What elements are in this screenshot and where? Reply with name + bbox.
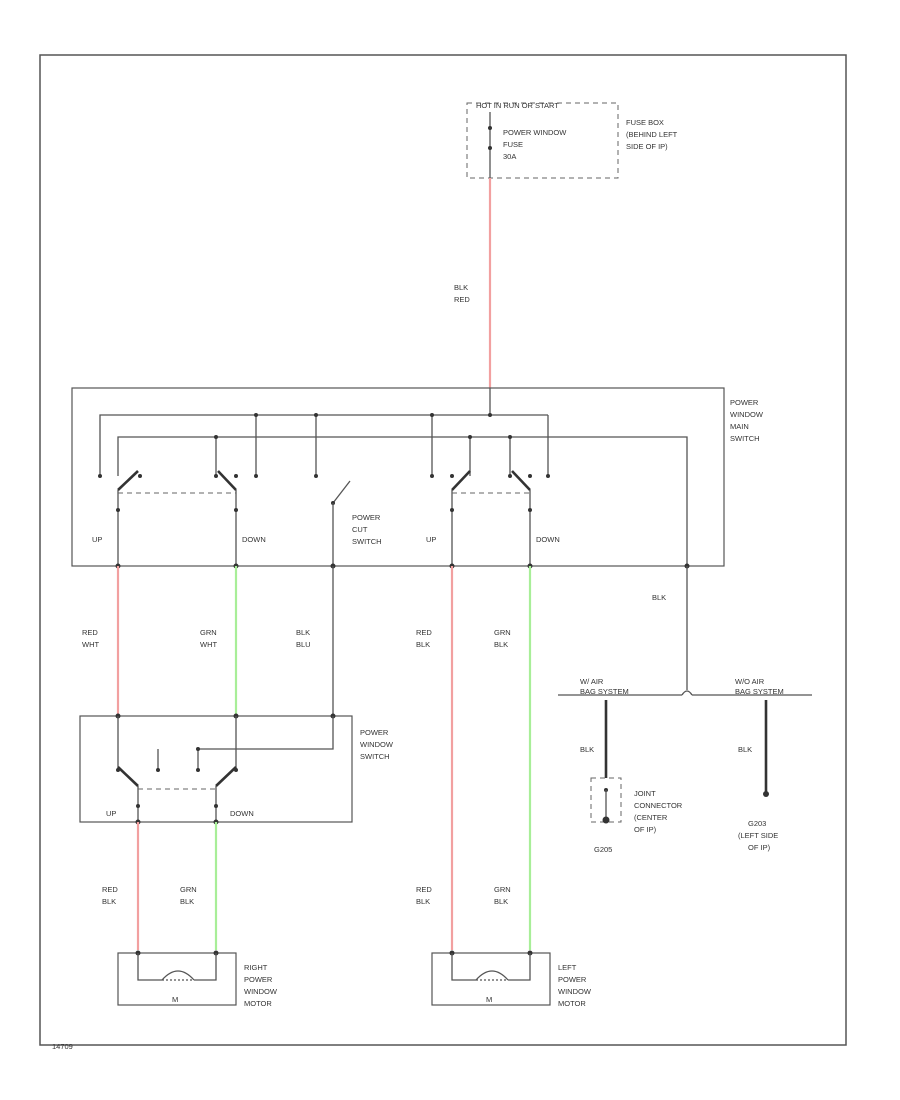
wire-i-label-2: BLK: [494, 897, 508, 906]
fuse-location-3: SIDE OF IP): [626, 142, 668, 151]
gnd-right-label: BLK: [738, 745, 752, 754]
fuse-location-1: FUSE BOX: [626, 118, 664, 127]
right-motor-outline: [117, 952, 237, 1006]
wire-e-label-1: GRN: [494, 628, 511, 637]
airbag-with-1: W/ AIR: [580, 677, 604, 686]
wire-f-label-2: BLK: [102, 897, 116, 906]
wire-h-label-2: BLK: [416, 897, 430, 906]
gnd-left-label: BLK: [580, 745, 594, 754]
joint-label-2: CONNECTOR: [634, 801, 683, 810]
fuse-box-header: HOT IN RUN OR START: [476, 101, 559, 110]
joint-label-4: OF IP): [634, 825, 657, 834]
g203-label-2: (LEFT SIDE: [738, 831, 778, 840]
sub-switch-title-3: SWITCH: [360, 752, 390, 761]
main-switch-outline: [71, 387, 725, 567]
power-cut-label-3: SWITCH: [352, 537, 382, 546]
wire-a-label-1: RED: [82, 628, 98, 637]
right-motor-label-3: WINDOW: [244, 987, 278, 996]
wire-d-label-2: BLK: [416, 640, 430, 649]
wire-i-label-1: GRN: [494, 885, 511, 894]
power-cut-label-1: POWER: [352, 513, 381, 522]
fuse-label-1: POWER WINDOW: [503, 128, 567, 137]
main-switch-down-left: DOWN: [242, 535, 266, 544]
airbag-with-2: BAG SYSTEM: [580, 687, 629, 696]
left-motor-outline: [431, 952, 551, 1006]
left-motor-label-2: POWER: [558, 975, 587, 984]
main-switch-up-right: UP: [426, 535, 436, 544]
wire-a-label-2: WHT: [82, 640, 99, 649]
sub-switch-title-2: WINDOW: [360, 740, 394, 749]
wire-e-label-2: BLK: [494, 640, 508, 649]
main-switch-title-1: POWER: [730, 398, 759, 407]
fuse-label-2: FUSE: [503, 140, 523, 149]
diagram-code: 14709: [52, 1042, 73, 1051]
right-motor-symbol: M: [172, 995, 178, 1004]
left-motor-label-3: WINDOW: [558, 987, 592, 996]
sub-switch-title-1: POWER: [360, 728, 389, 737]
g203-label-3: OF IP): [748, 843, 771, 852]
wire-b-label-2: WHT: [200, 640, 217, 649]
left-motor-label-4: MOTOR: [558, 999, 586, 1008]
joint-connector-outline: [590, 777, 622, 823]
fuse-location-2: (BEHIND LEFT: [626, 130, 678, 139]
sub-switch-up: UP: [106, 809, 116, 818]
supply-wire-label-2: RED: [454, 295, 470, 304]
wire-g-label-2: BLK: [180, 897, 194, 906]
wire-f-label-1: RED: [102, 885, 118, 894]
main-switch-up-left: UP: [92, 535, 102, 544]
main-switch-down-right: DOWN: [536, 535, 560, 544]
wire-ground-label: BLK: [652, 593, 666, 602]
joint-label-3: (CENTER: [634, 813, 668, 822]
left-motor-symbol: M: [486, 995, 492, 1004]
main-switch-title-3: MAIN: [730, 422, 749, 431]
wire-h-label-1: RED: [416, 885, 432, 894]
wire-b-label-1: GRN: [200, 628, 217, 637]
left-motor-label-1: LEFT: [558, 963, 577, 972]
joint-label-1: JOINT: [634, 789, 656, 798]
fuse-box-outline: [466, 102, 619, 179]
right-motor-label-1: RIGHT: [244, 963, 268, 972]
ground-point-g203: [763, 791, 769, 797]
main-switch: UP DOWN POWER CUT SWITCH UP DOWN POWER W…: [71, 387, 764, 569]
fuse-box: HOT IN RUN OR START POWER WINDOW FUSE 30…: [466, 101, 678, 179]
wire-g-label-1: GRN: [180, 885, 197, 894]
supply-wire-label-1: BLK: [454, 283, 468, 292]
fuse-label-3: 30A: [503, 152, 516, 161]
wire-d-label-1: RED: [416, 628, 432, 637]
sub-switch: UP DOWN POWER WINDOW SWITCH: [79, 713, 394, 825]
main-switch-title-4: SWITCH: [730, 434, 760, 443]
right-motor-label-2: POWER: [244, 975, 273, 984]
wire-c-label-1: BLK: [296, 628, 310, 637]
sub-switch-down: DOWN: [230, 809, 254, 818]
ground-point-g205: [602, 816, 610, 824]
wire-c-label-2: BLU: [296, 640, 311, 649]
airbag-without-1: W/O AIR: [735, 677, 765, 686]
airbag-branch: W/ AIR BAG SYSTEM W/O AIR BAG SYSTEM BLK…: [558, 677, 812, 854]
g203-label-1: G203: [748, 819, 766, 828]
diagram-frame: [39, 54, 847, 1046]
power-cut-label-2: CUT: [352, 525, 368, 534]
airbag-without-2: BAG SYSTEM: [735, 687, 784, 696]
right-motor-label-4: MOTOR: [244, 999, 272, 1008]
joint-ground: G205: [594, 845, 612, 854]
right-motor: M RIGHT POWER WINDOW MOTOR: [117, 950, 278, 1008]
left-motor: M LEFT POWER WINDOW MOTOR: [431, 950, 592, 1008]
main-switch-title-2: WINDOW: [730, 410, 764, 419]
